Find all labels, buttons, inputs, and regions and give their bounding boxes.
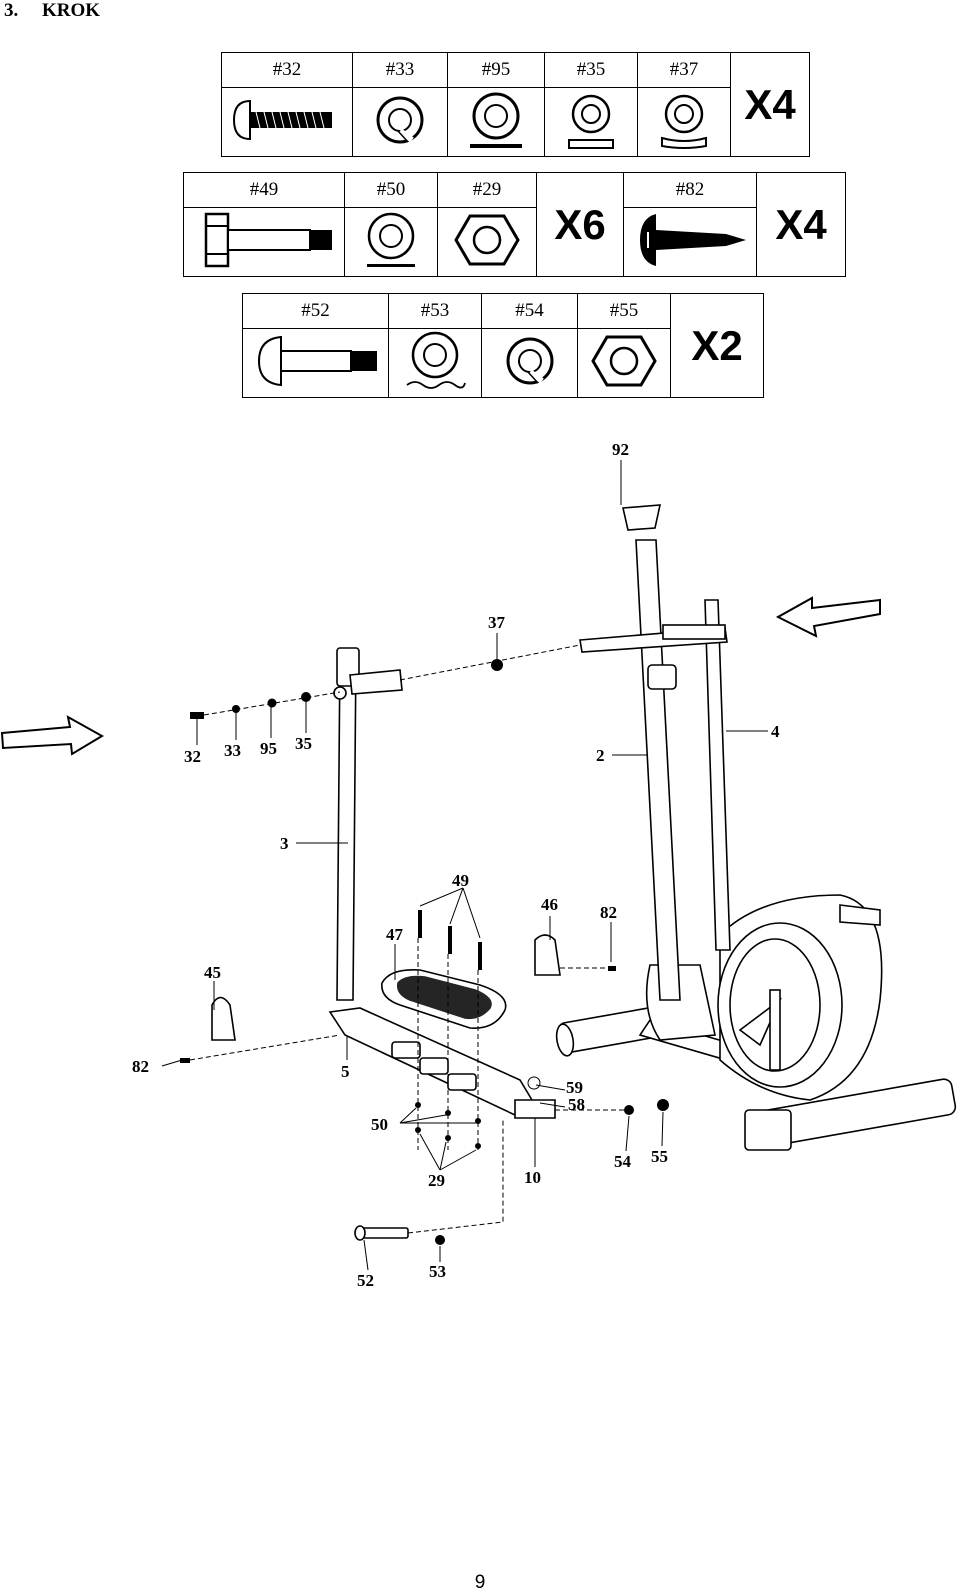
callout-3: 3 bbox=[280, 834, 289, 853]
curved-washer-37-icon bbox=[637, 87, 731, 157]
part-label-33: #33 bbox=[352, 52, 448, 88]
step-heading: 3. KROK bbox=[4, 0, 100, 22]
part-label-29: #29 bbox=[437, 172, 537, 208]
split-washer-54-icon bbox=[481, 328, 578, 398]
nut-29-icon bbox=[437, 207, 537, 277]
callout-58: 58 bbox=[568, 1095, 585, 1114]
qty-row2b: X4 bbox=[756, 172, 846, 277]
callout-49: 49 bbox=[452, 871, 469, 890]
callout-5: 5 bbox=[341, 1062, 350, 1081]
step-number: 3. bbox=[4, 0, 19, 21]
callout-82-right: 82 bbox=[600, 903, 617, 922]
callout-55: 55 bbox=[651, 1147, 668, 1166]
arrow-left-icon bbox=[775, 596, 881, 638]
split-washer-33-icon bbox=[352, 87, 448, 157]
callout-10: 10 bbox=[524, 1168, 541, 1187]
part-label-54: #54 bbox=[481, 293, 578, 329]
parts-table-row1: #32 #33 #95 #35 #37 X4 bbox=[221, 52, 810, 157]
part-label-49: #49 bbox=[183, 172, 345, 208]
callout-54: 54 bbox=[614, 1152, 632, 1171]
qty-row2a: X6 bbox=[536, 172, 624, 277]
callout-52: 52 bbox=[357, 1271, 374, 1290]
washer-35-icon bbox=[544, 87, 638, 157]
callout-50: 50 bbox=[371, 1115, 388, 1134]
screw-82-icon bbox=[623, 207, 757, 277]
assembly-diagram: 92 37 32 33 95 35 4 2 3 49 46 82 47 45 8… bbox=[0, 440, 957, 1290]
part-label-50: #50 bbox=[344, 172, 438, 208]
leader-lines bbox=[161, 460, 768, 1271]
part-label-52: #52 bbox=[242, 293, 389, 329]
callout-45: 45 bbox=[204, 963, 221, 982]
page-number: 9 bbox=[474, 1572, 486, 1593]
callout-92: 92 bbox=[612, 440, 629, 459]
part-label-32: #32 bbox=[221, 52, 353, 88]
callout-46: 46 bbox=[541, 895, 558, 914]
callout-35: 35 bbox=[295, 734, 312, 753]
bolt-32-icon bbox=[221, 87, 353, 157]
parts-table-row2: #49 #50 #29 X6 #82 X4 bbox=[183, 172, 846, 277]
assembly-lines bbox=[189, 644, 629, 1234]
bolt-52-icon bbox=[242, 328, 389, 398]
washer-95-icon bbox=[447, 87, 545, 157]
callout-95: 95 bbox=[260, 739, 277, 758]
wave-washer-53-icon bbox=[388, 328, 482, 398]
washer-50-icon bbox=[344, 207, 438, 277]
nut-55-icon bbox=[577, 328, 671, 398]
callout-37: 37 bbox=[488, 613, 506, 632]
hardware-markers bbox=[180, 659, 669, 1245]
callout-2: 2 bbox=[596, 746, 605, 765]
callout-32: 32 bbox=[184, 747, 201, 766]
qty-row1: X4 bbox=[730, 52, 810, 157]
callout-labels: 92 37 32 33 95 35 4 2 3 49 46 82 47 45 8… bbox=[132, 440, 780, 1290]
parts-table-row3: #52 #53 #54 #55 X2 bbox=[242, 293, 764, 398]
callout-82-left: 82 bbox=[132, 1057, 149, 1076]
callout-33: 33 bbox=[224, 741, 241, 760]
part-label-95: #95 bbox=[447, 52, 545, 88]
callout-4: 4 bbox=[771, 722, 780, 741]
arrow-right-icon bbox=[0, 715, 104, 756]
part-label-82: #82 bbox=[623, 172, 757, 208]
part-label-55: #55 bbox=[577, 293, 671, 329]
callout-29: 29 bbox=[428, 1171, 445, 1190]
step-title: KROK bbox=[42, 0, 101, 21]
qty-row3: X2 bbox=[670, 293, 764, 398]
part-label-53: #53 bbox=[388, 293, 482, 329]
callout-59: 59 bbox=[566, 1078, 583, 1097]
machine-frame bbox=[211, 504, 957, 1241]
part-label-37: #37 bbox=[637, 52, 731, 88]
callout-53: 53 bbox=[429, 1262, 446, 1281]
callout-47: 47 bbox=[386, 925, 404, 944]
hex-bolt-49-icon bbox=[183, 207, 345, 277]
part-label-35: #35 bbox=[544, 52, 638, 88]
